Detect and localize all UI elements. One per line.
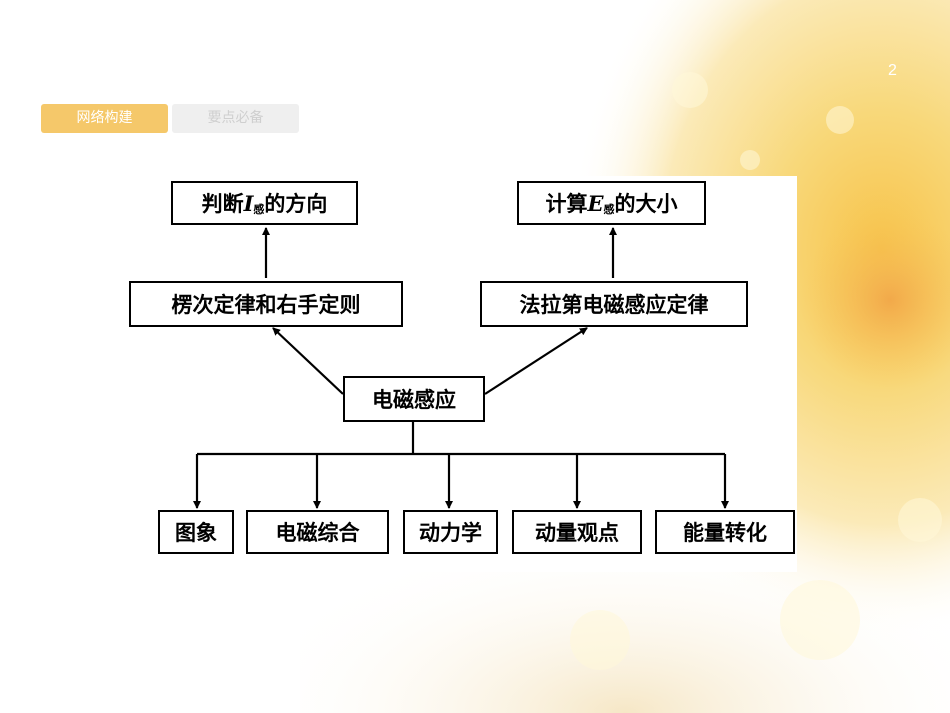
node-text-var: E <box>587 190 604 216</box>
node-text-post: 的方向 <box>264 191 328 216</box>
arrow-center-to-right-law <box>484 327 588 395</box>
node-text-var: I <box>243 190 254 216</box>
connector-lines <box>193 227 729 509</box>
node-text-pre: 计算 <box>545 191 588 216</box>
node-text-post: 的大小 <box>614 191 678 216</box>
node-em-comprehensive: 电磁综合 <box>246 510 389 554</box>
arrow-center-to-left-law <box>272 327 344 395</box>
node-text-sub: 感 <box>603 203 615 216</box>
node-dynamics: 动力学 <box>403 510 498 554</box>
node-electromagnetic-induction: 电磁感应 <box>343 376 485 422</box>
node-momentum-view: 动量观点 <box>512 510 642 554</box>
node-graph: 图象 <box>158 510 234 554</box>
node-faraday-law: 法拉第电磁感应定律 <box>480 281 748 327</box>
node-text-sub: 感 <box>253 203 265 216</box>
node-text-pre: 判断 <box>201 191 244 216</box>
tab-key-points[interactable]: 要点必备 <box>172 104 299 133</box>
node-lenz-law: 楞次定律和右手定则 <box>129 281 403 327</box>
node-energy-conversion: 能量转化 <box>655 510 795 554</box>
page-number: 2 <box>888 62 897 79</box>
tab-network-build[interactable]: 网络构建 <box>41 104 168 133</box>
